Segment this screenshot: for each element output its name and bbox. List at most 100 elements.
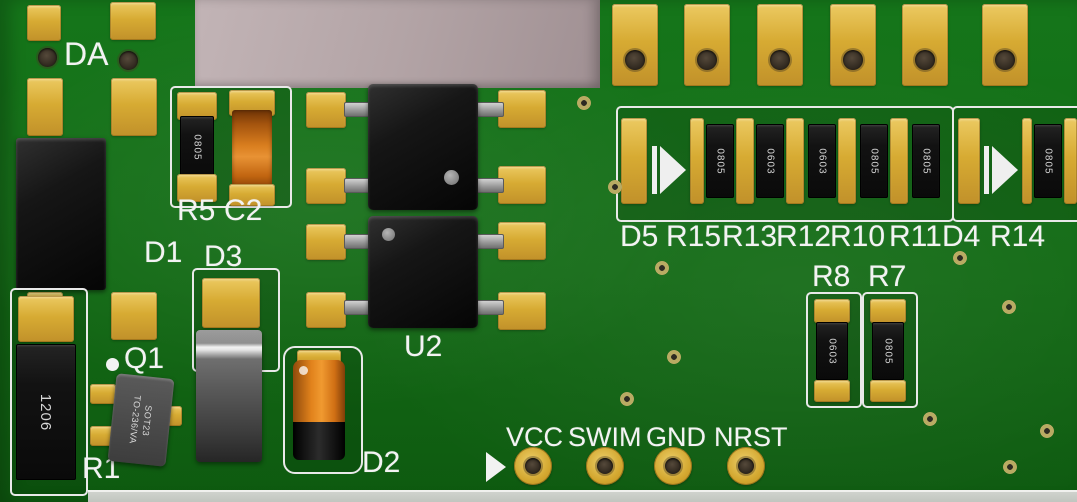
component-r15: 0805 bbox=[706, 124, 734, 198]
label-d4: D4 bbox=[942, 220, 981, 253]
solder-pad bbox=[498, 222, 546, 260]
through-hole bbox=[697, 50, 717, 70]
through-hole bbox=[665, 458, 681, 474]
ic-pin bbox=[476, 178, 504, 193]
solder-pad bbox=[90, 384, 116, 404]
label-r14: R14 bbox=[990, 220, 1046, 253]
ic-pin bbox=[476, 234, 504, 249]
r1-marking: 1206 bbox=[37, 393, 55, 431]
through-hole bbox=[38, 48, 57, 67]
through-hole bbox=[119, 51, 138, 70]
via bbox=[1003, 460, 1017, 474]
r8-marking: 0603 bbox=[826, 337, 838, 365]
via bbox=[667, 350, 681, 364]
via bbox=[577, 96, 591, 110]
r12-marking: 0603 bbox=[816, 147, 828, 175]
through-hole bbox=[843, 50, 863, 70]
label-vcc: VCC bbox=[506, 422, 564, 452]
component-r5: 0805 bbox=[180, 116, 214, 178]
u2-bottom-pin1-dot bbox=[382, 228, 395, 241]
through-hole bbox=[625, 50, 645, 70]
solder-pad bbox=[202, 278, 260, 328]
solder-pad bbox=[177, 174, 217, 202]
label-da: DA bbox=[64, 36, 109, 72]
component-u2-top bbox=[368, 84, 478, 210]
render-background-top bbox=[195, 0, 600, 88]
component-r10: 0805 bbox=[860, 124, 888, 198]
component-r13: 0603 bbox=[756, 124, 784, 198]
component-r11: 0805 bbox=[912, 124, 940, 198]
r15-marking: 0805 bbox=[714, 147, 726, 175]
solder-pad bbox=[177, 92, 217, 120]
label-gnd: GND bbox=[646, 422, 706, 452]
solder-pad bbox=[229, 184, 275, 206]
label-r10: R10 bbox=[830, 220, 886, 253]
through-hole bbox=[915, 50, 935, 70]
u2-top-pin1-dot bbox=[444, 170, 459, 185]
label-q1: Q1 bbox=[124, 342, 165, 375]
through-hole bbox=[525, 458, 541, 474]
header-pad bbox=[902, 4, 948, 86]
solder-pad bbox=[498, 292, 546, 330]
ic-pin bbox=[476, 102, 504, 117]
component-d3 bbox=[196, 330, 262, 462]
solder-pad bbox=[890, 118, 908, 204]
solder-pad bbox=[110, 2, 156, 40]
component-r7: 0805 bbox=[872, 322, 904, 380]
solder-pad bbox=[736, 118, 754, 204]
r11-marking: 0805 bbox=[920, 147, 932, 175]
r7-marking: 0805 bbox=[882, 337, 894, 365]
label-d2: D2 bbox=[362, 446, 401, 479]
d4-diode-symbol bbox=[984, 146, 1020, 194]
solder-pad bbox=[1022, 118, 1032, 204]
through-hole bbox=[597, 458, 613, 474]
solder-pad bbox=[306, 92, 346, 128]
solder-pad bbox=[306, 168, 346, 204]
via bbox=[1002, 300, 1016, 314]
solder-pad bbox=[306, 224, 346, 260]
component-r8: 0603 bbox=[816, 322, 848, 380]
via bbox=[620, 392, 634, 406]
solder-pad bbox=[27, 78, 63, 136]
label-d3: D3 bbox=[204, 240, 243, 273]
solder-pad bbox=[786, 118, 804, 204]
header-pad bbox=[612, 4, 658, 86]
solder-pad bbox=[690, 118, 704, 204]
via bbox=[953, 251, 967, 265]
solder-pad bbox=[870, 380, 906, 402]
header-pad bbox=[830, 4, 876, 86]
label-r8: R8 bbox=[812, 260, 851, 293]
label-r15: R15 bbox=[666, 220, 722, 253]
solder-pad bbox=[958, 118, 980, 204]
solder-pad bbox=[111, 78, 157, 136]
solder-pad bbox=[27, 5, 61, 41]
component-d1 bbox=[16, 138, 106, 290]
via bbox=[608, 180, 622, 194]
r10-marking: 0805 bbox=[868, 147, 880, 175]
r13-marking: 0603 bbox=[764, 147, 776, 175]
header-pad bbox=[757, 4, 803, 86]
component-r1: 1206 bbox=[16, 344, 76, 480]
solder-pad bbox=[498, 166, 546, 204]
label-d1: D1 bbox=[144, 236, 183, 269]
via bbox=[655, 261, 669, 275]
component-c2 bbox=[232, 110, 272, 188]
component-r12: 0603 bbox=[808, 124, 836, 198]
label-r5: R5 bbox=[177, 194, 216, 227]
component-d2-base bbox=[293, 422, 345, 460]
r14-marking: 0805 bbox=[1042, 147, 1054, 175]
q1-pin1-dot bbox=[106, 358, 119, 371]
header-pad bbox=[982, 4, 1028, 86]
d2-highlight bbox=[299, 366, 308, 375]
via bbox=[923, 412, 937, 426]
board-bottom-edge bbox=[88, 490, 1077, 502]
d5-diode-symbol bbox=[652, 146, 688, 194]
solder-pad bbox=[18, 296, 74, 342]
solder-pad bbox=[498, 90, 546, 128]
through-hole bbox=[770, 50, 790, 70]
solder-pad bbox=[621, 118, 647, 204]
ic-pin bbox=[476, 300, 504, 315]
label-nrst: NRST bbox=[714, 422, 788, 452]
label-swim: SWIM bbox=[568, 422, 642, 452]
